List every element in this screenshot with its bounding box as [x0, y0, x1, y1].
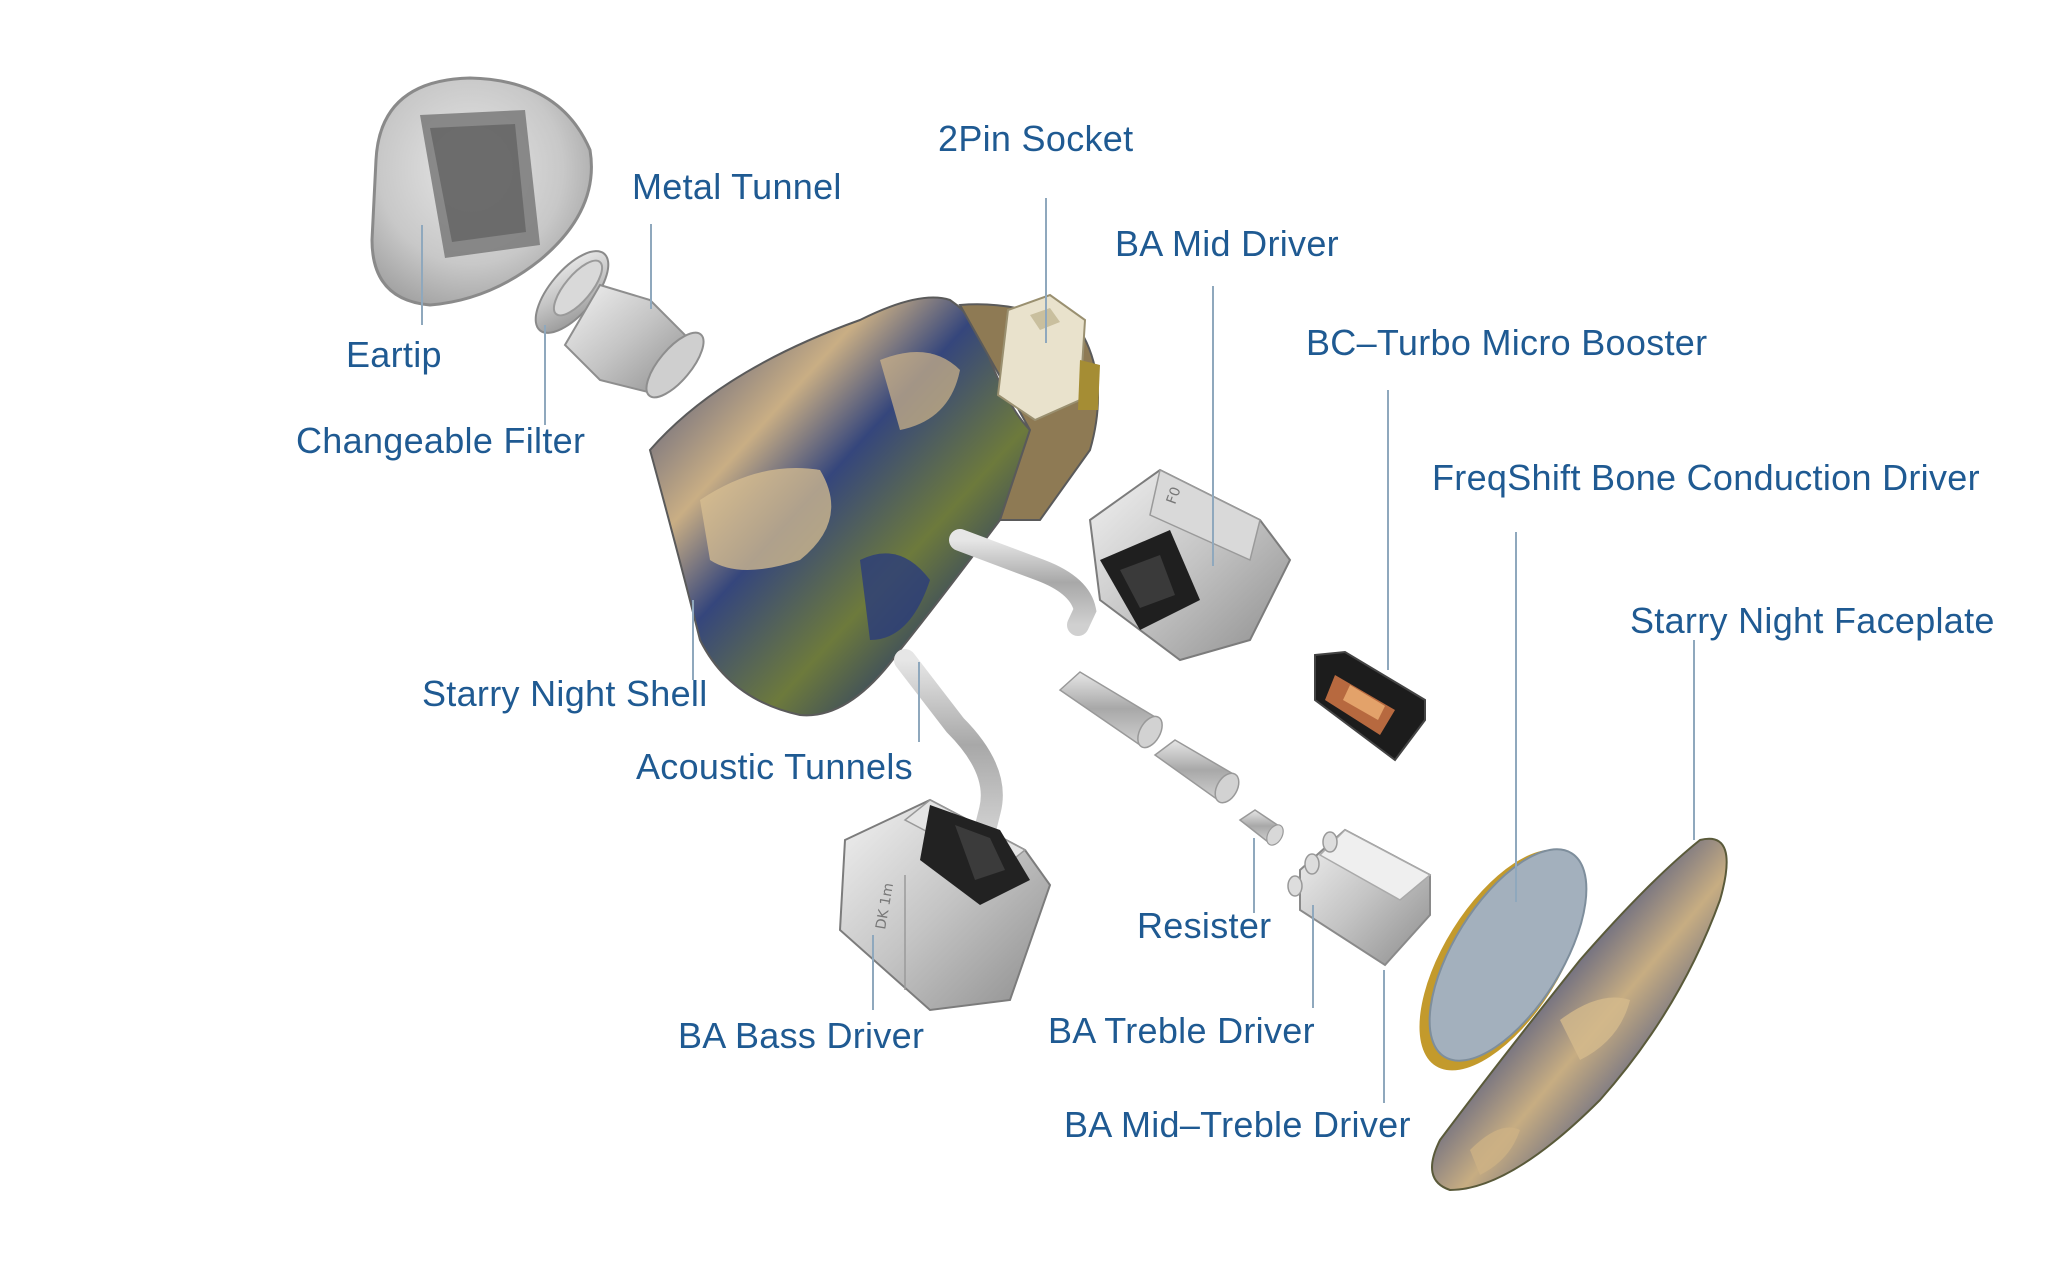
eartip-label: Eartip: [346, 334, 442, 375]
bc-turbo-micro-booster-label: BC–Turbo Micro Booster: [1306, 322, 1708, 363]
ba-treble-driver-leader: [1312, 905, 1314, 1008]
two-pin-socket-part: [996, 293, 1100, 422]
acoustic-tunnels-label: Acoustic Tunnels: [636, 746, 913, 787]
ba-bass-driver-label: BA Bass Driver: [678, 1015, 925, 1056]
freqshift-disc-part: [1419, 848, 1588, 1071]
ba-bass-driver-part: DK 1m: [838, 798, 1052, 1012]
ba-mid-driver-label: BA Mid Driver: [1115, 223, 1339, 264]
two-pin-socket-leader: [1045, 198, 1047, 343]
ba-mid-treble-driver-label: BA Mid–Treble Driver: [1064, 1104, 1411, 1145]
starry-night-faceplate-part: [1431, 837, 1728, 1192]
acoustic-tube-lower-part: [894, 649, 1003, 841]
faceplate-leader: [1693, 640, 1695, 840]
changeable-filter-label: Changeable Filter: [296, 420, 586, 461]
bc-turbo-micro-booster-part: [1314, 650, 1426, 762]
bc-turbo-micro-booster-leader: [1387, 390, 1389, 670]
changeable-filter-leader: [544, 325, 546, 425]
metal-tunnel-label: Metal Tunnel: [632, 166, 842, 207]
eartip-part: [370, 76, 593, 307]
ba-mid-driver-leader: [1212, 286, 1214, 566]
ba-treble-driver-label: BA Treble Driver: [1048, 1010, 1315, 1051]
resister-leader: [1253, 838, 1255, 913]
ba-mid-treble-driver-leader: [1383, 970, 1385, 1103]
acoustic-tunnels-leader: [918, 662, 920, 742]
two-pin-socket-label: 2Pin Socket: [938, 118, 1134, 159]
acoustic-tube-upper-part: [949, 529, 1097, 636]
ba-treble-driver-part: [1287, 828, 1432, 967]
ba-bass-driver-leader: [872, 935, 874, 1010]
freqshift-label: FreqShift Bone Conduction Driver: [1432, 457, 1980, 498]
starry-night-shell-label: Starry Night Shell: [422, 673, 708, 714]
starry-night-faceplate-label: Starry Night Faceplate: [1630, 600, 1995, 641]
resister-label: Resister: [1137, 905, 1272, 946]
eartip-leader: [421, 225, 423, 325]
ba-mid-driver-part: F0: [1088, 468, 1292, 662]
freqshift-leader: [1515, 532, 1517, 902]
metal-tunnel-leader: [650, 224, 652, 309]
starry-night-shell-leader: [692, 600, 694, 680]
resister-tubes-part: [1058, 671, 1284, 846]
changeable-filter-part: [534, 250, 610, 334]
ba-mid-driver-marking: F0: [1164, 485, 1185, 506]
